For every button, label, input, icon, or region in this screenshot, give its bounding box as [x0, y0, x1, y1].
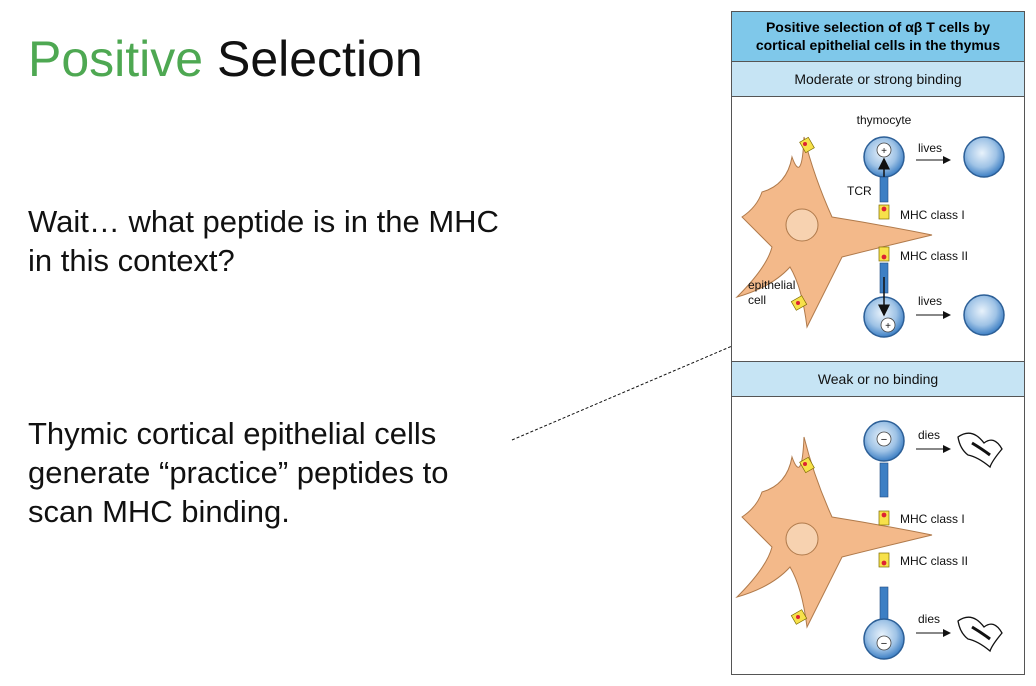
thymocyte-label: thymocyte [857, 113, 912, 127]
outcome-dies-2: dies [918, 612, 940, 626]
mhc-class1-weak [878, 510, 890, 526]
figure-title-line2: cortical epithelial cells in the thymus [755, 37, 1001, 53]
apoptotic-cell-1 [957, 432, 1003, 469]
mhc-class2-weak [878, 552, 890, 568]
signal-plus-icon [876, 142, 892, 158]
mhc2-label-weak: MHC class II [900, 554, 968, 568]
figure-title: Positive selection of αβ T cells by cort… [732, 12, 1024, 62]
mhc1-label: MHC class I [900, 208, 965, 222]
nucleus-bottom [785, 522, 819, 556]
signal-minus-icon-2 [876, 635, 892, 651]
slide-title: Positive Selection [28, 30, 423, 88]
tcr-weak [879, 462, 889, 498]
tcr-molecule [879, 176, 889, 203]
top-diagram: + thymocyte TCR MHC class I MHC class II… [735, 113, 1005, 338]
epithelial-label-1: epithelial [748, 278, 795, 292]
outcome-lives-1: lives [918, 141, 942, 155]
surviving-cell-2 [963, 294, 1005, 336]
title-accent-word: Positive [28, 31, 204, 87]
epithelial-cell-bottom [735, 436, 933, 629]
answer-text: Thymic cortical epithelial cells generat… [28, 416, 449, 529]
signal-plus-icon-2 [880, 317, 896, 333]
apoptotic-cell-2 [957, 616, 1003, 653]
outcome-lives-2: lives [918, 294, 942, 308]
mhc-class2-molecule [878, 246, 890, 262]
signal-minus-icon [876, 431, 892, 447]
mhc-molecule [799, 136, 815, 154]
peptide [803, 142, 807, 146]
tcr-label: TCR [847, 184, 872, 198]
title-rest: Selection [216, 31, 423, 87]
epithelial-cell [735, 136, 933, 329]
mhc-class1-molecule [878, 204, 890, 220]
svg-text:+: + [885, 321, 891, 332]
bottom-panel-heading: Weak or no binding [732, 361, 1024, 397]
question-text: Wait… what peptide is in the MHC in this… [28, 204, 499, 278]
svg-text:+: + [881, 146, 887, 157]
top-panel-heading: Moderate or strong binding [732, 62, 1024, 97]
outcome-dies-1: dies [918, 428, 940, 442]
svg-text:−: − [881, 434, 887, 446]
tcr-weak-2 [879, 586, 889, 622]
mhc2-label: MHC class II [900, 249, 968, 263]
peptide-2 [796, 301, 800, 305]
epithelial-label-2: cell [748, 293, 766, 307]
mhc1-label-weak: MHC class I [900, 512, 965, 526]
nucleus [785, 208, 819, 242]
surviving-cell-1 [963, 136, 1005, 178]
figure-panel: Positive selection of αβ T cells by cort… [731, 11, 1025, 675]
figure-title-line1: Positive selection of αβ T cells by [765, 19, 991, 35]
bottom-diagram: − MHC class I MHC class II − dies dies [735, 420, 1003, 660]
svg-text:−: − [881, 638, 887, 650]
